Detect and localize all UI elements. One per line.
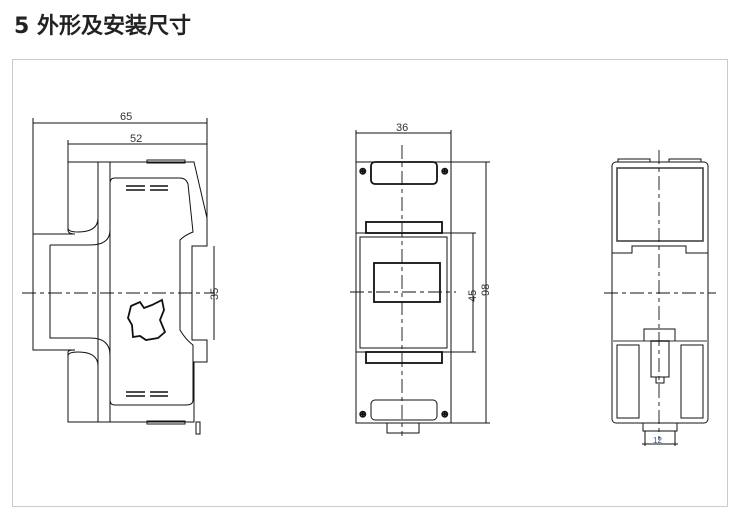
- dim-36: 36: [396, 122, 408, 134]
- side-view: 65 52 35: [22, 111, 221, 435]
- dim-35: 35: [209, 288, 221, 300]
- svg-text:⊕: ⊕: [359, 166, 367, 176]
- dim-65: 65: [120, 111, 132, 123]
- dim-45: 45: [467, 290, 479, 302]
- end-view: 12: [604, 150, 716, 446]
- front-view: 36 ⊕ ⊕ ⊕ ⊕ 45 98: [350, 122, 492, 436]
- svg-text:⊕: ⊕: [359, 409, 367, 419]
- drawing-frame: [12, 59, 728, 507]
- dim-98: 98: [480, 284, 492, 296]
- dim-52: 52: [130, 133, 142, 145]
- dim-12: 12: [653, 436, 662, 445]
- svg-text:⊕: ⊕: [441, 166, 449, 176]
- section-title: 5 外形及安装尺寸: [14, 14, 191, 39]
- svg-text:⊕: ⊕: [441, 409, 449, 419]
